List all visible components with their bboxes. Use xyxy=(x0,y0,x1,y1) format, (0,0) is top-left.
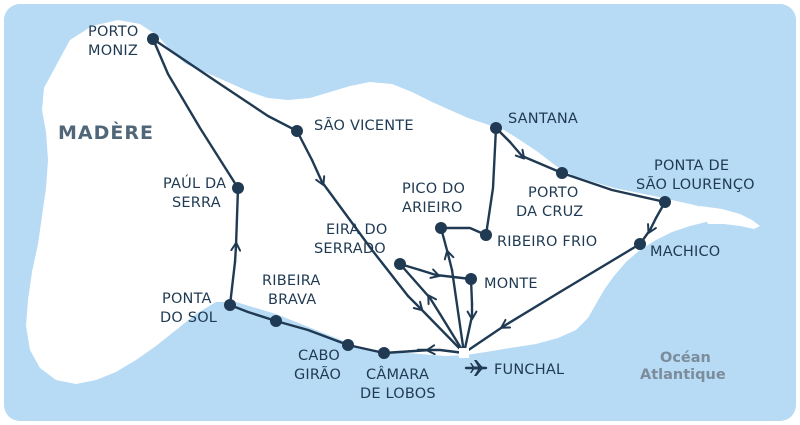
label-ponta-sao-lourenco-1: PONTA DE xyxy=(654,158,729,174)
route-funchal-camara-cont xyxy=(382,344,436,356)
stop-sao-vicente[interactable] xyxy=(291,125,303,137)
stop-funchal-square[interactable] xyxy=(459,348,469,358)
label-camara-de-lobos-2: DE LOBOS xyxy=(360,386,436,402)
route-funchal-pico-arrow xyxy=(443,249,455,272)
stop-ribeiro-frio[interactable] xyxy=(480,229,492,241)
stop-santana[interactable] xyxy=(490,122,502,134)
label-pico-do-arieiro-2: ARIEIRO xyxy=(402,200,463,216)
route-portocruz-saolourenco xyxy=(560,171,667,204)
route-machico-funchal-arrow xyxy=(500,290,562,329)
sao-lourenco-peninsula xyxy=(700,206,760,229)
airport-plane-icon xyxy=(470,360,487,376)
label-eira-do-serrado-2: SERRADO xyxy=(314,241,386,257)
route-monte-funchal-cont xyxy=(462,314,474,355)
label-ribeira-brava-2: BRAVA xyxy=(268,292,316,308)
label-ribeira-brava-1: RIBEIRA xyxy=(262,273,321,289)
route-saovicente-funchal-b xyxy=(320,180,410,298)
route-camara-ribeira xyxy=(228,303,386,355)
stop-machico[interactable] xyxy=(634,238,646,250)
route-portomoniz-saovicente xyxy=(151,37,299,133)
place-labels: PORTO MONIZ SÃO VICENTE PAÚL DA SERRA SA… xyxy=(88,24,755,402)
route-machico-funchal-cont xyxy=(462,324,506,355)
stop-eira-do-serrado[interactable] xyxy=(394,258,406,270)
route-pontasol-paul-cont xyxy=(234,186,240,248)
stop-pico-do-arieiro[interactable] xyxy=(435,222,447,234)
label-ribeiro-frio: RIBEIRO FRIO xyxy=(497,234,597,250)
stop-porto-da-cruz[interactable] xyxy=(556,167,568,179)
ocean-label-line1: Océan xyxy=(660,350,711,366)
label-funchal: FUNCHAL xyxy=(494,362,564,378)
label-ponta-sao-lourenco-2: SÃO LOURENÇO xyxy=(636,176,755,193)
stop-ribeira-brava[interactable] xyxy=(270,315,282,327)
label-ponta-do-sol-2: DO SOL xyxy=(160,310,217,326)
label-machico: MACHICO xyxy=(650,244,720,260)
stop-monte[interactable] xyxy=(465,273,477,285)
label-ponta-do-sol-1: PONTA xyxy=(162,291,212,307)
label-porto-da-cruz-2: DA CRUZ xyxy=(516,204,583,220)
madeira-island xyxy=(26,20,744,384)
route-ribeiro-santana xyxy=(484,126,498,237)
label-camara-de-lobos-1: CÂMARA xyxy=(366,365,429,383)
stop-camara-de-lobos[interactable] xyxy=(378,347,390,359)
route-funchal-eira xyxy=(438,312,466,355)
route-paul-portomoniz xyxy=(151,37,240,190)
stop-paul-da-serra[interactable] xyxy=(232,182,244,194)
route-santana-portocruz-cont xyxy=(520,154,564,175)
stop-cabo-girao[interactable] xyxy=(342,339,354,351)
stop-ponta-sao-lourenco[interactable] xyxy=(659,196,671,208)
route-eira-monte-arrow xyxy=(418,268,441,279)
route-pontasol-paul-arrow xyxy=(230,241,242,264)
label-paul-da-serra-2: SERRA xyxy=(172,195,221,211)
stop-porto-moniz[interactable] xyxy=(147,33,159,45)
route-saolourenco-machico-arrow xyxy=(647,216,658,234)
label-cabo-girao-2: GIRÃO xyxy=(294,366,341,383)
route-saovicente-funchal-c xyxy=(418,306,466,355)
label-santana: SANTANA xyxy=(508,111,578,127)
route-saovicente-funchal-arrow2 xyxy=(406,294,424,312)
label-porto-da-cruz-1: PORTO xyxy=(528,185,578,201)
ocean-label-line2: Atlantique xyxy=(640,367,726,383)
label-monte: MONTE xyxy=(484,276,538,292)
label-eira-do-serrado-1: EIRA DO xyxy=(326,222,387,238)
label-porto-moniz-2: MONIZ xyxy=(88,43,138,59)
route-funchal-eira-arrow xyxy=(427,294,442,316)
route-pontasol-paul xyxy=(228,260,237,307)
stops xyxy=(147,33,671,359)
route-funchal-eira-cont xyxy=(398,262,432,300)
route-saovicente-funchal-arrow xyxy=(310,158,326,186)
label-paul-da-serra-1: PAÚL DA xyxy=(163,174,226,192)
island-label: MADÈRE xyxy=(58,121,154,144)
route-funchal-pico xyxy=(450,268,466,355)
label-porto-moniz-1: PORTO xyxy=(88,24,138,40)
route-machico-funchal xyxy=(558,242,642,294)
label-pico-do-arieiro-1: PICO DO xyxy=(402,181,465,197)
route-santana-portocruz-arrow xyxy=(508,140,526,160)
label-cabo-girao-1: CABO xyxy=(298,348,340,364)
stop-ponta-do-sol[interactable] xyxy=(224,299,236,311)
label-sao-vicente: SÃO VICENTE xyxy=(314,117,414,134)
